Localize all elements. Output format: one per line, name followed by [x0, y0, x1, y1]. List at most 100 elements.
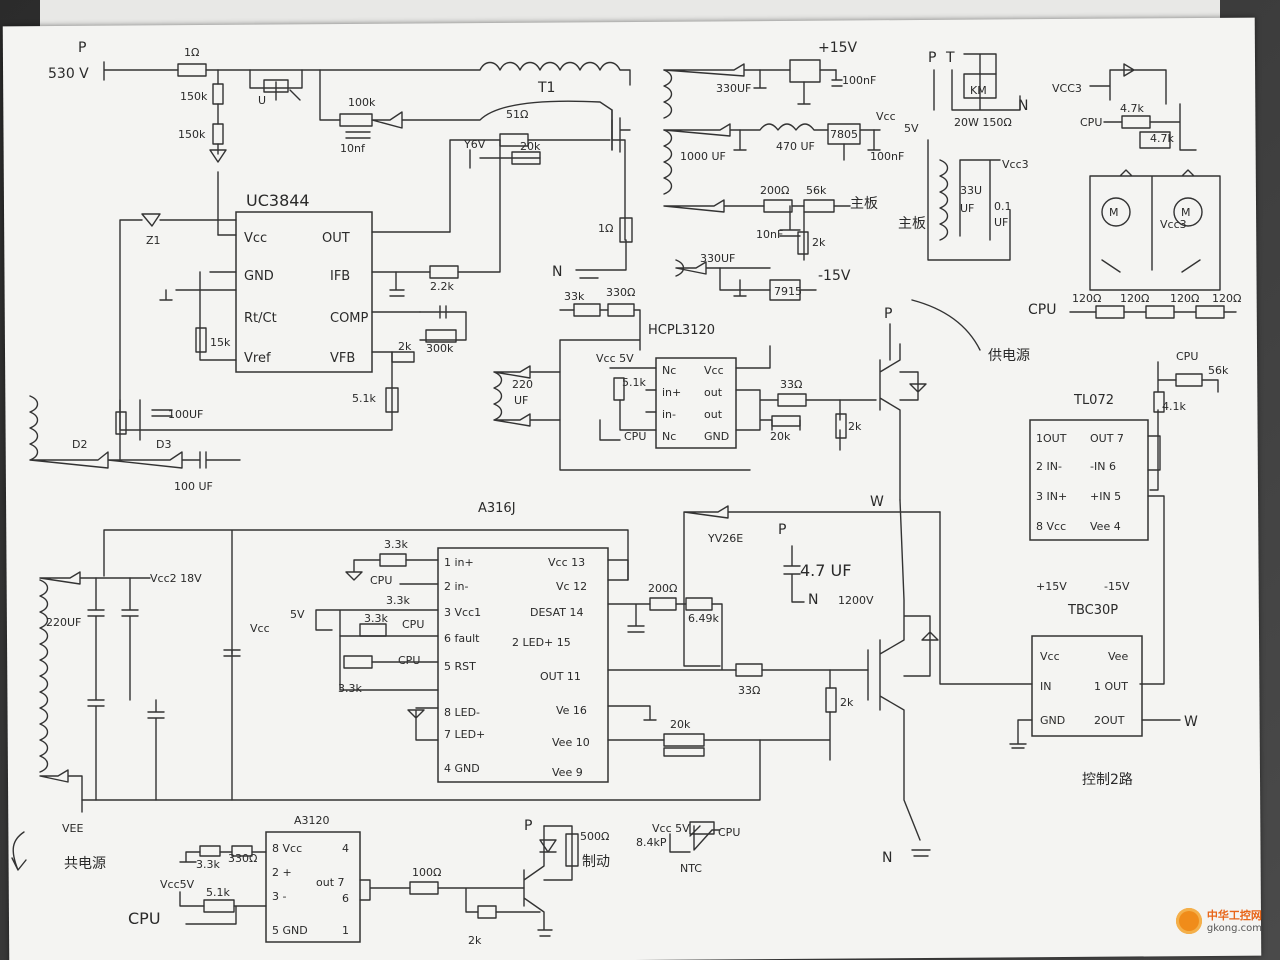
a316j-r-3-3k-c: 3.3k: [364, 612, 388, 625]
fan-vcc3: VCC3: [1052, 82, 1082, 95]
fan-vcc3b: Vcc3: [1160, 218, 1187, 231]
hcpl-pin-gnd: GND: [704, 430, 729, 443]
control-2ch-label: 控制2路: [1082, 772, 1133, 788]
hcpl-pin-vcc: Vcc: [704, 364, 724, 377]
c-33u: 33U: [960, 184, 982, 197]
a316j-pin-16: Ve 16: [556, 704, 587, 717]
a316j-pin-12: Vc 12: [556, 580, 587, 593]
tl072-title: TL072: [1073, 393, 1114, 408]
a316j-vcc: Vcc: [250, 622, 270, 635]
r-100k: 100k: [348, 96, 376, 109]
igbt-n-mid: N: [808, 592, 818, 608]
tl072-pin-in6: -IN 6: [1090, 460, 1116, 473]
a316j-cpu-c: CPU: [398, 654, 420, 667]
tl072-section: TL072 CPU 56k 4.1k 1OUT OUT 7 2 IN- -IN …: [1029, 350, 1229, 685]
relay-km: KM: [970, 84, 987, 97]
tbc-v-m15: -15V: [1104, 580, 1130, 593]
igbt-top: P 供电源 W: [839, 299, 1030, 510]
tbc-w: W: [1184, 714, 1198, 730]
r-120-b: 120Ω: [1120, 292, 1149, 305]
cap-1200v: 1200V: [838, 594, 874, 607]
relay-section: P T KM N 20W 150Ω 主板 Vcc3 33U UF 0.1 UF: [898, 50, 1029, 261]
r-300k: 300k: [426, 342, 454, 355]
hcpl-uf: UF: [514, 394, 528, 407]
hcpl-pin-nc-2: Nc: [662, 430, 676, 443]
a3120-title: A3120: [294, 814, 330, 827]
hcpl-r-2k: 2k: [848, 420, 862, 433]
a316j-r-2k: 2k: [840, 696, 854, 709]
r-120-a: 120Ω: [1072, 292, 1101, 305]
r-1ohm: 1Ω: [598, 222, 613, 235]
fan-motor-1: [1101, 197, 1131, 227]
a316j-pin-8: 8 LED-: [444, 706, 480, 719]
vcc-label: Vcc: [876, 110, 896, 123]
fan-section: VCC3 4.7k CPU 4.7k M M Vcc3 CPU 120Ω 120…: [1028, 63, 1241, 319]
a3120-r-51k: 5.1k: [206, 886, 230, 899]
c-uf: UF: [960, 202, 974, 215]
c-1000uf: 1000 UF: [680, 150, 726, 163]
tl072-pin-1out: 1OUT: [1036, 432, 1067, 445]
tbc-v-p15: +15V: [1036, 580, 1067, 593]
tl072-cpu: CPU: [1176, 350, 1198, 363]
svg-text:M: M: [1109, 206, 1119, 219]
a316j-pin-11: OUT 11: [540, 670, 581, 683]
a3120-vcc5: Vcc5V: [160, 878, 195, 891]
tl072-r-4-1k: 4.1k: [1162, 400, 1186, 413]
tbc30p-section: +15V -15V TBC30P Vcc Vee IN 1 OUT GND 2O…: [939, 511, 1198, 788]
tbc-pin-vee: Vee: [1108, 650, 1128, 663]
brake-label: 制动: [582, 854, 610, 870]
a316j-pin-15: 2 LED+ 15: [512, 636, 571, 649]
r-150k-b: 150k: [178, 128, 206, 141]
mainboard-label-2: 主板: [898, 216, 926, 232]
a3120-pin-1: 1: [342, 924, 349, 937]
a3120-r-330: 330Ω: [228, 852, 257, 865]
relay-n: N: [1018, 98, 1028, 114]
tbc-title: TBC30P: [1067, 603, 1118, 618]
vcc3-label: Vcc3: [1002, 158, 1029, 171]
regulator-15v: [789, 59, 821, 83]
c-220uf: 220UF: [46, 616, 81, 629]
n-label: N: [552, 264, 562, 280]
c-470uf: 470 UF: [776, 140, 815, 153]
c-100uf-b: 100 UF: [174, 480, 213, 493]
hcpl-r-220: 220: [512, 378, 533, 391]
uc3844-pin-comp: COMP: [330, 311, 369, 326]
a316j-pin-1: 1 in+: [444, 556, 474, 569]
a316j-pin-3: 3 Vcc1: [444, 606, 481, 619]
uc3844-pin-out: OUT: [322, 231, 350, 246]
w-label: W: [870, 494, 884, 510]
a3120-pin-3: 3 -: [272, 890, 286, 903]
tbc30p-chip: [1031, 635, 1143, 737]
c-10nf: 10nf: [340, 142, 366, 155]
ic-7805-label: 7805: [830, 128, 858, 141]
a316j-pin-10: Vee 10: [552, 736, 590, 749]
r-120-d: 120Ω: [1212, 292, 1241, 305]
diode-d3: D3: [156, 438, 171, 451]
a3120-pin-4: 4: [342, 842, 349, 855]
hcpl-pin-out-2: out: [704, 408, 723, 421]
hcpl-vcc5: Vcc 5V: [596, 352, 634, 365]
hcpl-title: HCPL3120: [648, 323, 715, 338]
r-200: 200Ω: [760, 184, 789, 197]
hcpl-r-33k: 33k: [564, 290, 585, 303]
hcpl-pin-out: out: [704, 386, 723, 399]
a3120-r-3-3k: 3.3k: [196, 858, 220, 871]
tl072-pin-3in: 3 IN+: [1036, 490, 1067, 503]
r-120-c: 120Ω: [1170, 292, 1199, 305]
tbc-pin-1out: 1 OUT: [1094, 680, 1128, 693]
brake-p: P: [524, 818, 532, 834]
common-supply-label: 共电源: [64, 856, 106, 872]
r-2-2k: 2.2k: [430, 280, 454, 293]
a316j-r-33: 33Ω: [738, 684, 760, 697]
a316j-r-3-3k-a: 3.3k: [384, 538, 408, 551]
relay-p: P: [928, 50, 936, 66]
ic-7915-label: 7915: [774, 285, 802, 298]
igbt-n-bottom: N: [882, 850, 892, 866]
tl072-chip: [1029, 419, 1149, 541]
c-0-1: 0.1: [994, 200, 1012, 213]
a3120-cpu: CPU: [128, 909, 161, 928]
diode-z1: Z1: [146, 234, 161, 247]
r-56k: 56k: [806, 184, 827, 197]
hcpl-r-330: 330Ω: [606, 286, 635, 299]
